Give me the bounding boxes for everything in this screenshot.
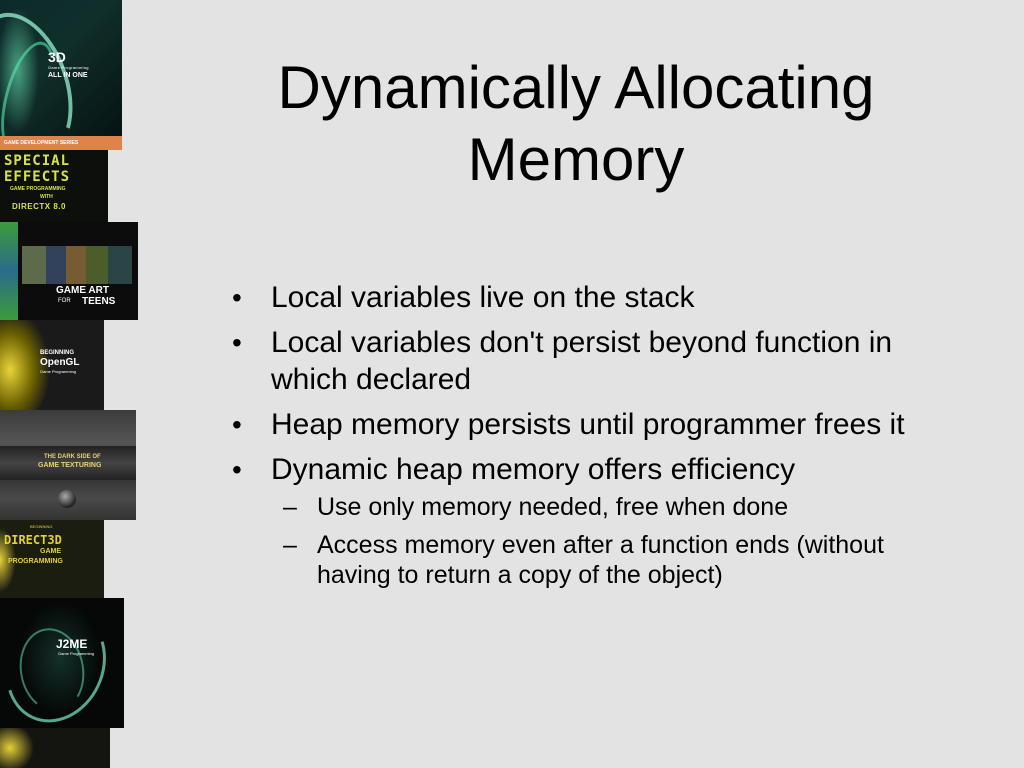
cover-subtitle: Game Programming xyxy=(48,65,89,70)
book-cover-beginning-opengl: BEGINNING OpenGL Game Programming xyxy=(0,320,104,410)
bullet-item: • Local variables don't persist beyond f… xyxy=(228,324,908,398)
cover-title: SPECIAL xyxy=(4,153,71,169)
bullet-text: Heap memory persists until programmer fr… xyxy=(271,408,905,441)
cover-title-2: EFFECTS xyxy=(4,169,71,185)
cover-side-strip xyxy=(0,222,18,320)
cover-title-3: PROGRAMMING xyxy=(8,558,63,565)
book-cover-dark-side-texturing: THE DARK SIDE OF GAME TEXTURING xyxy=(0,410,136,520)
cover-kicker: BEGINNING xyxy=(30,524,53,529)
cover-title: GAME ART xyxy=(56,285,109,296)
cover-subtitle: Game Programming xyxy=(40,369,77,374)
cover-title-2: FOR xyxy=(58,298,71,304)
book-cover-j2me: J2ME Game Programming xyxy=(0,598,124,728)
book-cover-3d-game-programming: 3D Game Programming ALL IN ONE GAME DEVE… xyxy=(0,0,122,150)
book-cover-partial xyxy=(0,728,110,768)
book-cover-special-effects: SPECIAL EFFECTS GAME PROGRAMMING WITH DI… xyxy=(0,150,108,222)
bullet-list: • Local variables live on the stack • Lo… xyxy=(228,279,908,598)
cover-subtitle: Game Programming xyxy=(58,651,95,656)
cover-title-2: GAME TEXTURING xyxy=(38,462,102,469)
bullet-text: Dynamic heap memory offers efficiency xyxy=(271,453,796,486)
cover-series-band: GAME DEVELOPMENT SERIES xyxy=(0,136,122,150)
slide-title-line-1: Dynamically Allocating xyxy=(277,54,875,121)
cover-subtitle-2: WITH xyxy=(40,194,53,200)
slide-title-line-2: Memory xyxy=(467,126,685,193)
bullet-text: Local variables don't persist beyond fun… xyxy=(271,326,893,396)
bullet-item: • Heap memory persists until programmer … xyxy=(228,406,908,443)
sub-bullet-list: – Use only memory needed, free when done… xyxy=(271,492,908,590)
cover-title: THE DARK SIDE OF xyxy=(44,454,101,460)
cover-orb-graphic xyxy=(58,490,76,508)
cover-glow-graphic xyxy=(0,520,30,598)
sub-bullet-marker: – xyxy=(283,493,297,521)
cover-title: DIRECT3D xyxy=(4,533,62,547)
cover-title: 3D xyxy=(48,49,66,65)
cover-screenshot-tiles xyxy=(22,246,132,284)
book-cover-column: 3D Game Programming ALL IN ONE GAME DEVE… xyxy=(0,0,140,768)
cover-title-bar xyxy=(0,446,136,480)
bullet-marker: • xyxy=(232,282,242,313)
cover-title-3: TEENS xyxy=(82,296,116,307)
bullet-marker: • xyxy=(232,454,242,485)
sub-bullet-text: Access memory even after a function ends… xyxy=(317,531,884,589)
bullet-marker: • xyxy=(232,409,242,440)
slide-title: Dynamically Allocating Memory xyxy=(200,52,952,196)
cover-title: BEGINNING xyxy=(40,350,75,356)
cover-subtitle: GAME PROGRAMMING xyxy=(10,186,66,192)
bullet-marker: • xyxy=(232,327,242,358)
cover-title: J2ME xyxy=(56,637,88,651)
cover-title-2: OpenGL xyxy=(40,357,80,368)
cover-title-2: ALL IN ONE xyxy=(48,72,88,79)
sub-bullet-item: – Access memory even after a function en… xyxy=(271,530,908,590)
sub-bullet-marker: – xyxy=(283,531,297,559)
book-cover-beginning-direct3d: BEGINNING DIRECT3D GAME PROGRAMMING xyxy=(0,520,104,598)
sub-bullet-text: Use only memory needed, free when done xyxy=(317,493,789,521)
bullet-item: • Local variables live on the stack xyxy=(228,279,908,316)
bullet-text: Local variables live on the stack xyxy=(271,281,695,314)
cover-title-2: GAME xyxy=(40,548,61,555)
cover-series-label: GAME DEVELOPMENT SERIES xyxy=(4,140,79,146)
bullet-item: • Dynamic heap memory offers efficiency … xyxy=(228,451,908,590)
cover-title-3: DIRECTX 8.0 xyxy=(12,202,66,211)
sub-bullet-item: – Use only memory needed, free when done xyxy=(271,492,908,522)
book-cover-game-art-for-teens: GAME ART FOR TEENS xyxy=(0,222,138,320)
